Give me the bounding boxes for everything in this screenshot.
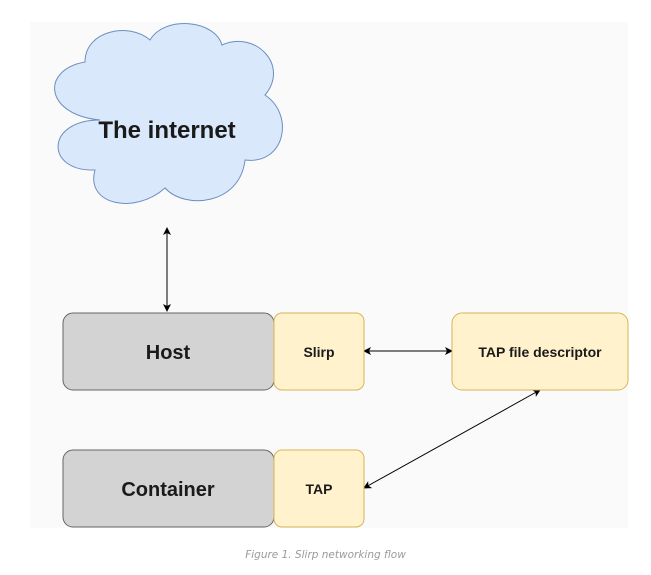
tap-label: TAP xyxy=(306,481,333,497)
tap-fd-label: TAP file descriptor xyxy=(478,344,602,360)
figure-caption: Figure 1. Slirp networking flow xyxy=(245,549,406,561)
slirp-node: Slirp xyxy=(273,312,365,391)
cloud-shape xyxy=(54,23,283,204)
container-node: Container xyxy=(62,449,275,528)
tap-box xyxy=(273,449,365,528)
tap-node: TAP xyxy=(273,449,365,528)
host-label: Host xyxy=(146,342,191,364)
tap-fd-tap-arrow xyxy=(363,389,541,489)
slirp-label: Slirp xyxy=(303,344,334,360)
tap-fd-node: TAP file descriptor xyxy=(451,312,629,391)
cloud-label: The internet xyxy=(98,117,235,144)
tap-fd-box xyxy=(451,312,629,391)
host-node: Host xyxy=(62,312,275,391)
slirp-box xyxy=(273,312,365,391)
internet-cloud: The internet xyxy=(54,23,283,204)
container-label: Container xyxy=(121,479,215,501)
